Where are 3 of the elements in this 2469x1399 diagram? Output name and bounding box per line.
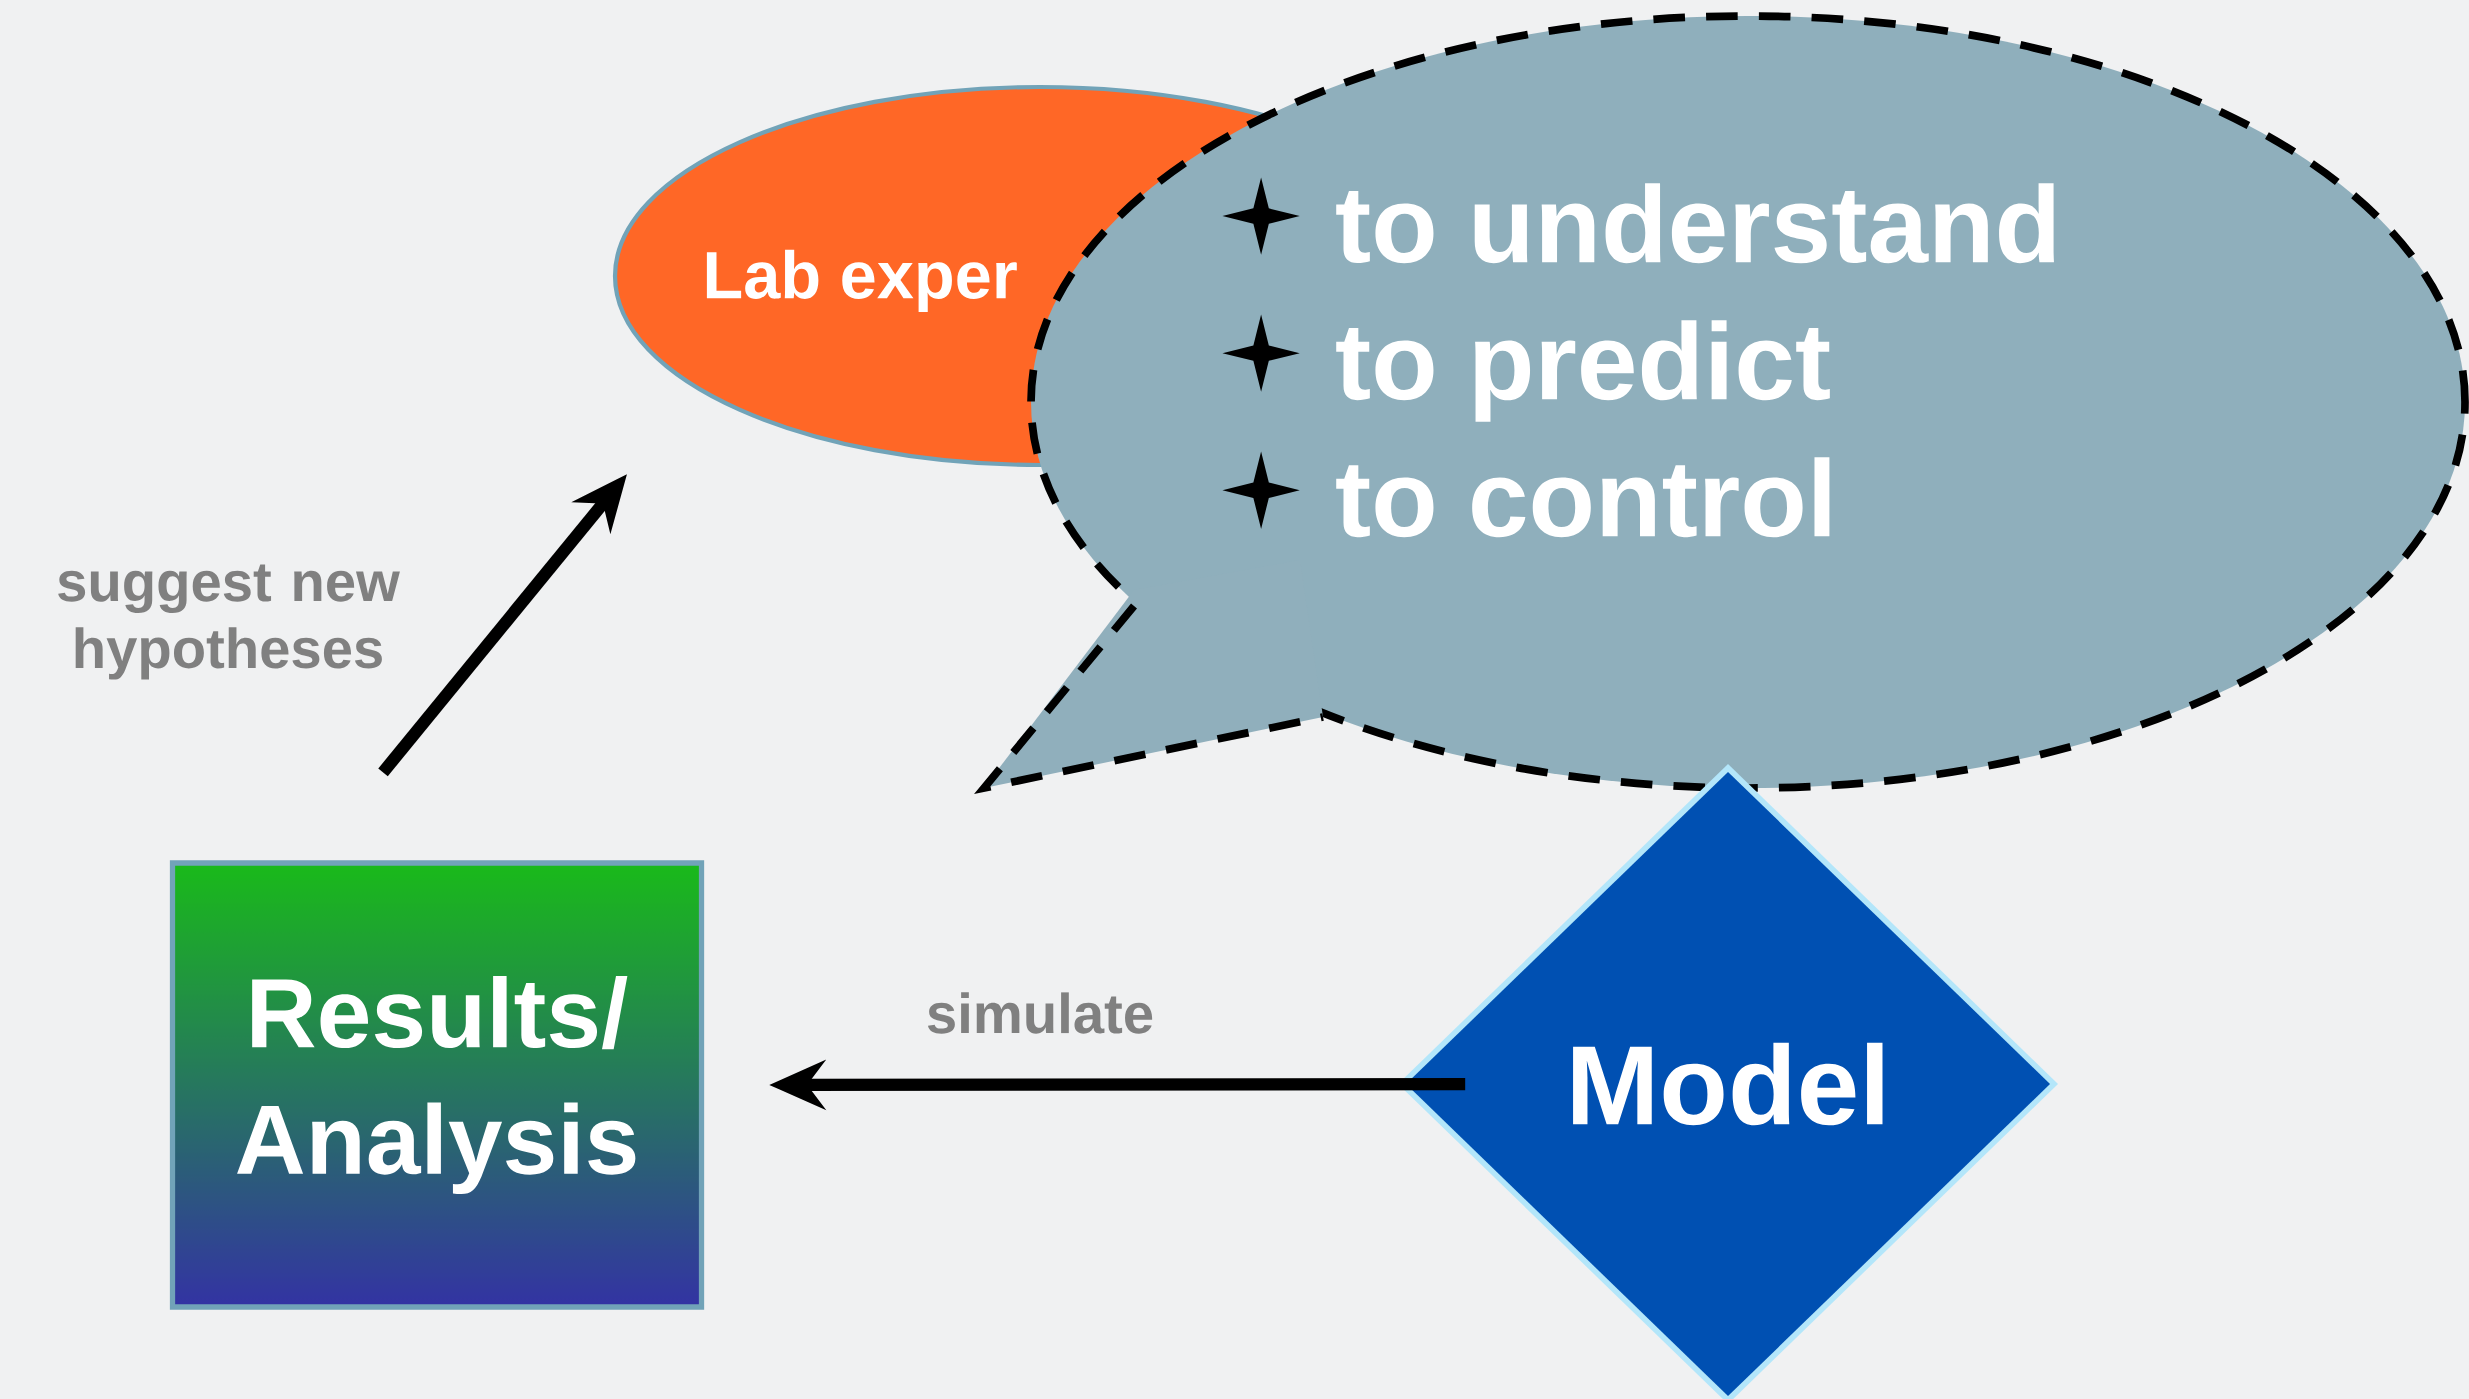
edge-label: suggest new hypotheses (58, 564, 400, 680)
edge-label: simulate (927, 992, 1153, 1034)
process-box: Results/ Analysis (169, 860, 705, 1310)
